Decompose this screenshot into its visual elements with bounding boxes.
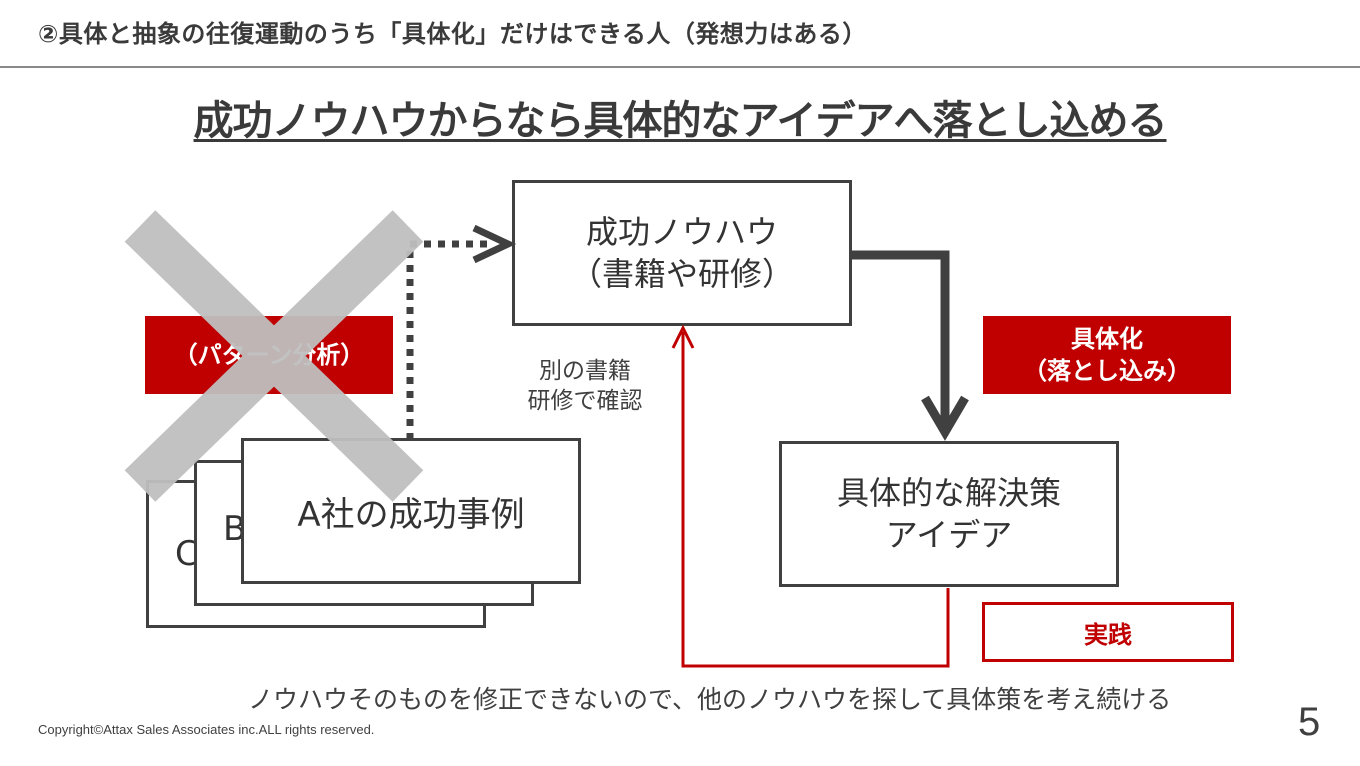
knowhow-subtitle: （書籍や研修） <box>569 255 794 293</box>
header-title: ②具体と抽象の往復運動のうち「具体化」だけはできる人（発想力はある） <box>38 20 867 48</box>
case-card-a: A社の成功事例 <box>241 438 581 584</box>
solution-title: 具体的な解決策 <box>836 474 1061 512</box>
feedback-loop-arrow-head <box>671 324 695 349</box>
concretize-label: 具体化 （落とし込み） <box>983 316 1231 394</box>
case-card-a-label: A社の成功事例 <box>297 494 525 535</box>
case-card-c-label: C <box>175 534 199 574</box>
practice-label: 実践 <box>982 602 1234 662</box>
main-title: 成功ノウハウからなら具体的なアイデアへ落とし込める <box>0 88 1360 146</box>
concretize-arrow <box>852 250 950 430</box>
header-divider <box>0 66 1360 68</box>
solution-box: 具体的な解決策 アイデア <box>779 441 1119 587</box>
feedback-loop-arrow <box>681 332 950 668</box>
dotted-connector <box>406 240 492 440</box>
knowhow-title: 成功ノウハウ <box>585 213 778 251</box>
copyright: Copyright©Attax Sales Associates inc.ALL… <box>38 722 375 737</box>
other-books-note: 別の書籍 研修で確認 <box>527 358 643 414</box>
solution-subtitle: アイデア <box>885 516 1013 554</box>
case-card-b-label: B <box>223 509 247 549</box>
page-number: 5 <box>1298 700 1321 744</box>
main-title-text: 成功ノウハウからなら具体的なアイデアへ落とし込める <box>193 98 1168 144</box>
cross-out-icon <box>124 210 424 502</box>
dotted-arrow-head <box>472 224 517 264</box>
concretize-arrow-head <box>921 395 969 441</box>
bottom-note: ノウハウそのものを修正できないので、他のノウハウを探して具体策を考え続ける <box>248 685 1172 714</box>
knowhow-box: 成功ノウハウ （書籍や研修） <box>512 180 852 326</box>
